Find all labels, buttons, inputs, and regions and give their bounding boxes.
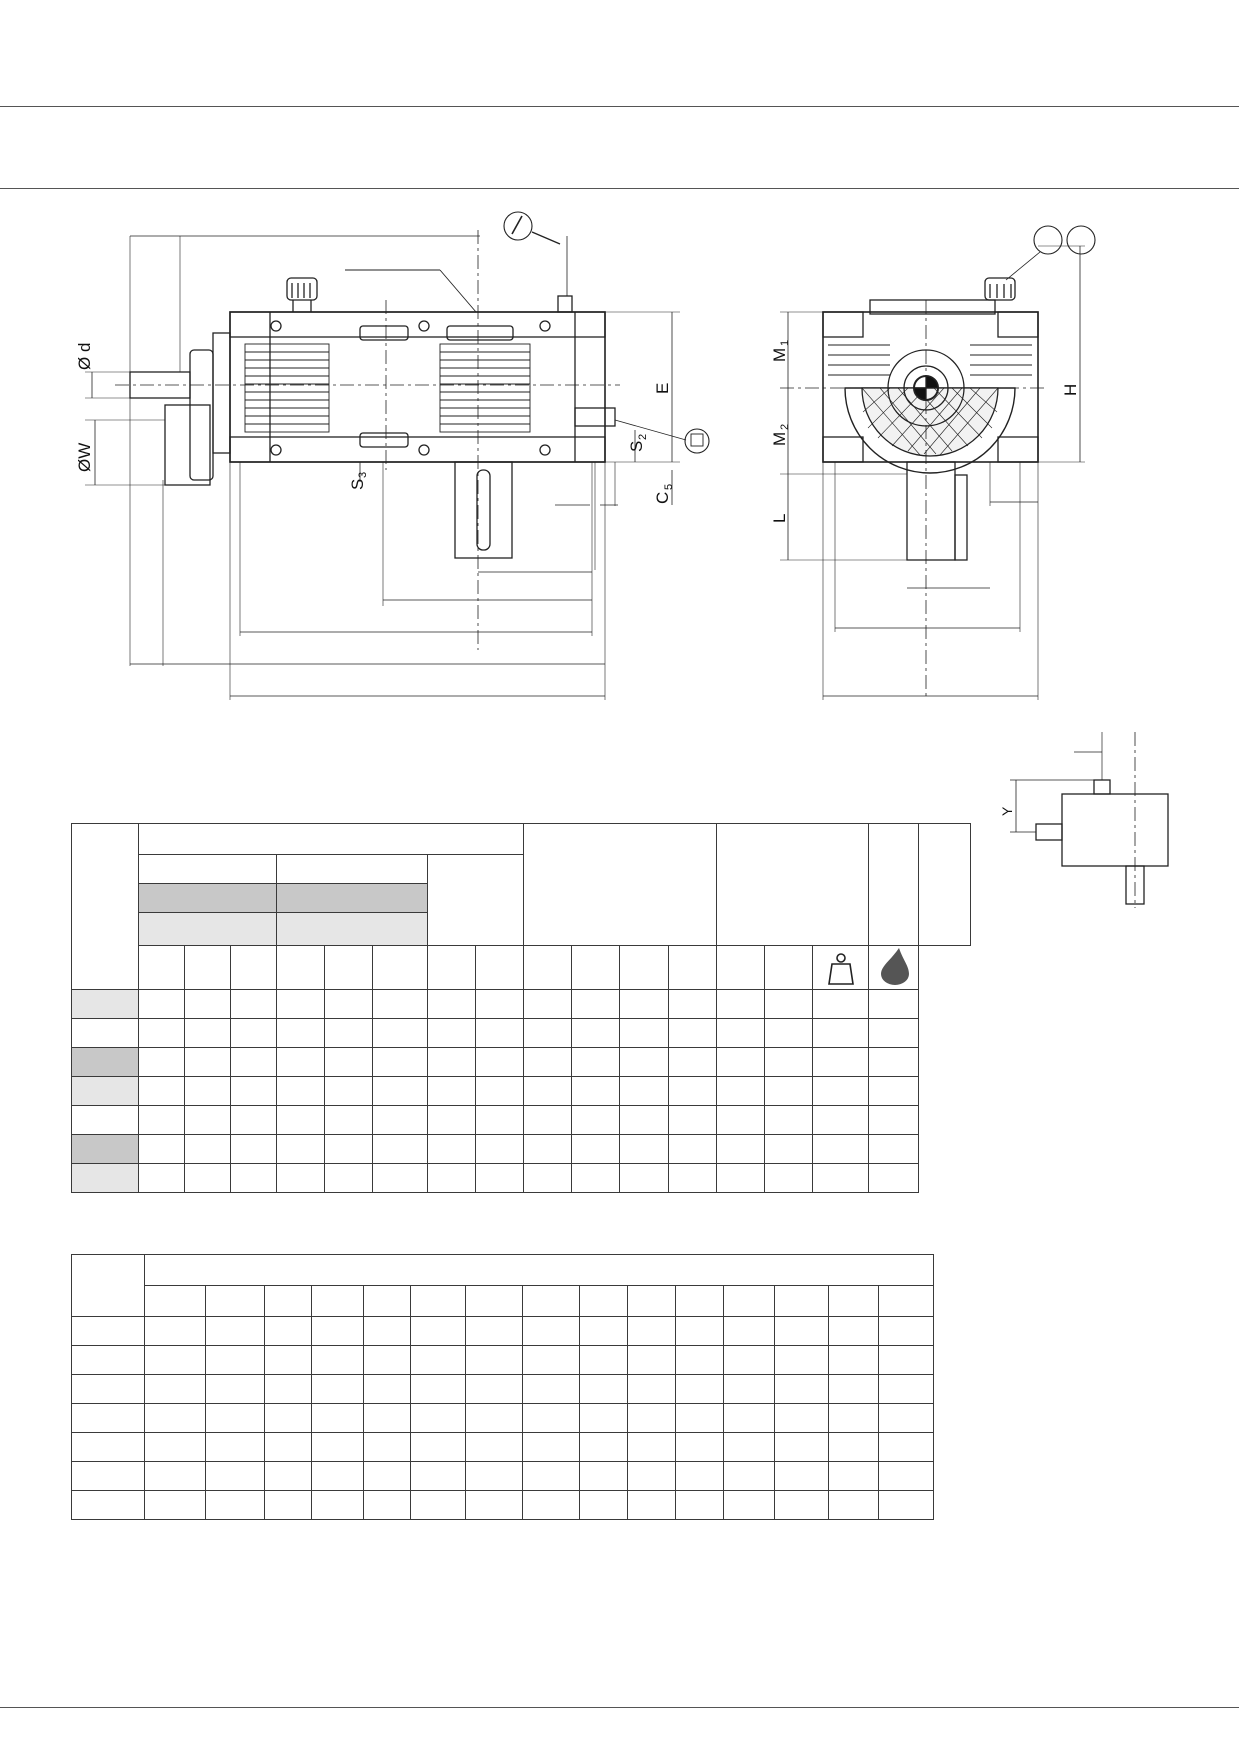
s3-label: S [348, 479, 367, 490]
svg-text:1: 1 [779, 340, 791, 346]
m1-label: M [770, 348, 789, 362]
header-cell [138, 823, 524, 855]
table-row [71, 1076, 971, 1106]
footer-rule [0, 1707, 1239, 1708]
e-label: E [653, 383, 672, 394]
svg-text:2: 2 [779, 424, 791, 430]
oil-drop-icon-cell [868, 945, 920, 990]
front-labels: M 1 M 2 H L [770, 340, 1080, 523]
oil-filler-icon [503, 211, 533, 241]
drain-plug-icon [1066, 225, 1096, 255]
table-row [71, 1134, 971, 1164]
header-cell [868, 823, 920, 946]
technical-drawing: Ø d ØW E S 2 S 3 C 5 M 1 M 2 H L [75, 211, 1096, 700]
header-cell [715, 823, 870, 946]
table-row [71, 1163, 971, 1193]
side-view [85, 211, 710, 700]
header-cell [71, 823, 139, 990]
table-row [71, 1403, 935, 1433]
table-header-row [72, 883, 971, 913]
s2-label: S [627, 441, 646, 452]
header-cell [427, 854, 524, 946]
header-cell [138, 854, 277, 884]
table-row [71, 989, 971, 1019]
svg-text:3: 3 [357, 472, 369, 478]
front-view [780, 225, 1096, 700]
table-row [71, 1374, 935, 1404]
header-cell [138, 912, 277, 946]
table-row [71, 1018, 971, 1048]
table-row [71, 1461, 935, 1491]
header-cell [276, 883, 428, 913]
ow-label: ØW [75, 443, 94, 472]
h-label: H [1061, 384, 1080, 396]
table-header-row [71, 823, 971, 990]
table-row [71, 1432, 935, 1462]
table-row [71, 1345, 935, 1375]
y-label: Y [999, 806, 1015, 816]
header-cell [918, 823, 971, 946]
od-label: Ø d [75, 343, 94, 370]
c5-label: C [653, 492, 672, 504]
header-cell [138, 883, 277, 913]
weight-icon-cell [811, 945, 870, 990]
header-cell [276, 854, 428, 884]
header-rule-bottom [0, 188, 1239, 189]
table-header-row [71, 1254, 935, 1317]
level-plug-icon [684, 428, 710, 454]
svg-text:5: 5 [663, 484, 675, 490]
table-header-row [72, 912, 971, 946]
svg-text:2: 2 [637, 434, 649, 440]
detail-view: Y [999, 732, 1169, 908]
table-row [71, 1490, 935, 1520]
table-row [71, 1316, 935, 1346]
m2-label: M [770, 432, 789, 446]
table-row [71, 1105, 971, 1135]
header-cell [143, 1254, 935, 1286]
table-header-row [72, 945, 971, 990]
table-header-row [72, 1285, 935, 1317]
secondary-table [71, 1254, 935, 1520]
header-rule-top [0, 106, 1239, 107]
l-label: L [770, 514, 789, 523]
header-cell [523, 823, 717, 946]
header-cell [71, 1254, 145, 1317]
dimensions-table [71, 823, 971, 1193]
weight-icon [827, 953, 854, 985]
header-cell [276, 912, 428, 946]
oil-drop-icon [880, 948, 909, 985]
table-row [71, 1047, 971, 1077]
side-labels: Ø d ØW E S 2 S 3 C 5 [75, 343, 675, 504]
breather-icon [1033, 225, 1063, 255]
